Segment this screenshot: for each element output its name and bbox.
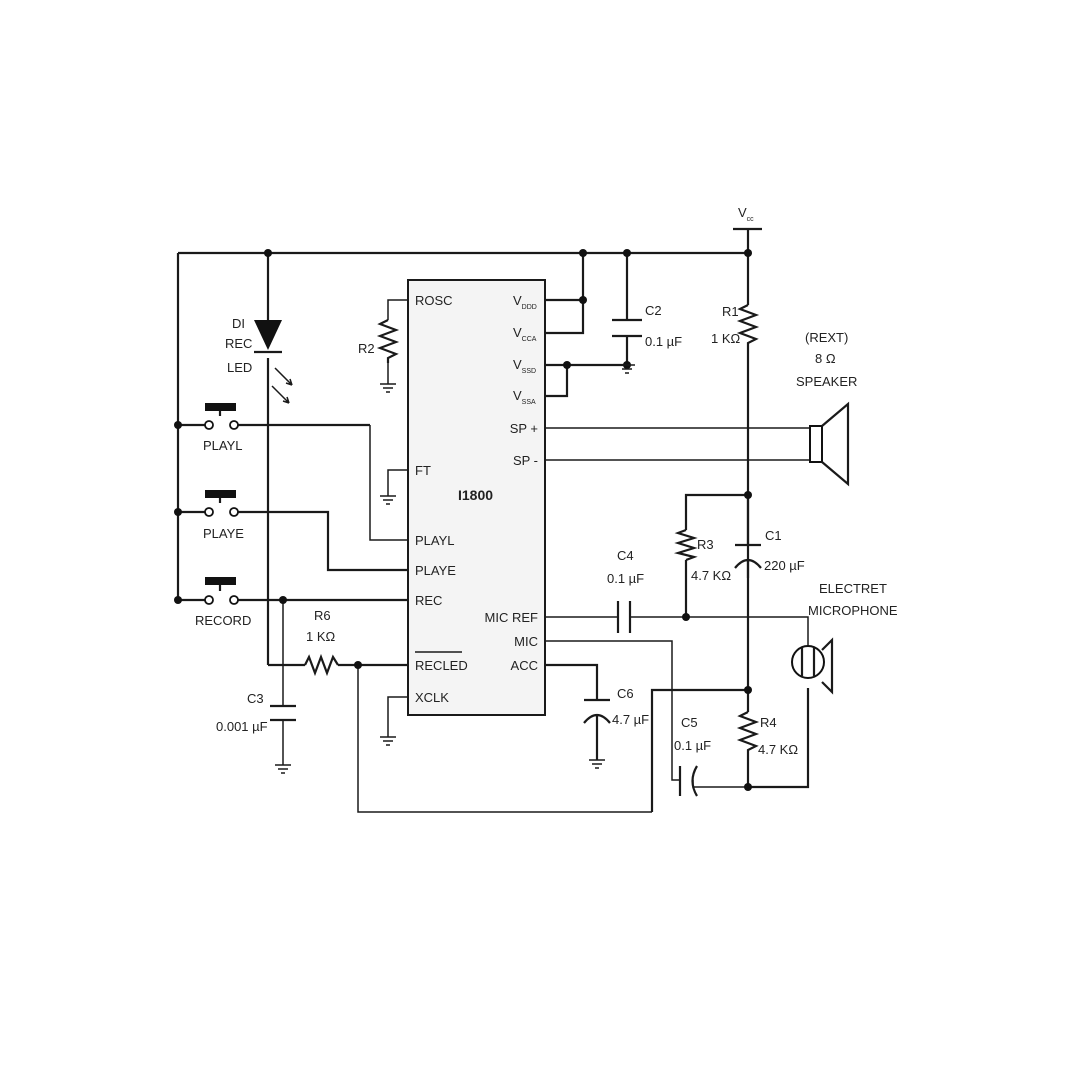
electret-microphone: ELECTRET MICROPHONE [791,581,898,695]
led-arrow-icon [271,385,290,404]
ground-icon [619,364,635,374]
resistor-r3: R3 4.7 KΩ [673,528,731,583]
switch-record: RECORD [195,577,251,628]
r3-value: 4.7 KΩ [691,568,731,583]
capacitor-c5: C5 0.1 µF [674,715,711,797]
speaker-label-line3: SPEAKER [796,374,857,389]
chip-name: I1800 [458,487,493,503]
resistor-r1: R1 1 KΩ [711,304,760,350]
junction-dots [174,249,752,791]
capacitor-c2: C2 0.1 µF [612,303,682,349]
r4-name: R4 [760,715,777,730]
c2-name: C2 [645,303,662,318]
pin-mic: MIC [514,634,538,649]
pin-sp-minus: SP - [513,453,538,468]
ground-icon [380,383,396,393]
pin-mic-ref: MIC REF [485,610,539,625]
r6-name: R6 [314,608,331,623]
c4-name: C4 [617,548,634,563]
capacitor-c1: C1 220 µF [734,528,805,573]
pin-sp-plus: SP + [510,421,538,436]
r4-value: 4.7 KΩ [758,742,798,757]
chip-i1800: I1800 ROSC FT PLAYL PLAYE REC RECLED XCL… [407,279,546,716]
switch-playe: PLAYE [203,490,244,541]
pin-playl: PLAYL [415,533,455,548]
wires [176,227,810,813]
pin-vssd: VSSD [513,357,536,375]
pin-ft: FT [415,463,431,478]
c6-value: 4.7 µF [612,712,649,727]
r2-name: R2 [358,341,375,356]
pin-xclk: XCLK [415,690,449,705]
speaker-label-line1: (REXT) [805,330,848,345]
c1-name: C1 [765,528,782,543]
pin-rosc: ROSC [415,293,453,308]
c5-name: C5 [681,715,698,730]
pin-vssa: VSSA [513,388,536,406]
capacitor-c3: C3 0.001 µF [216,691,296,734]
led-label-line1: DI [232,316,245,331]
resistor-r4: R4 4.7 KΩ [736,711,798,760]
switch-playl-label: PLAYL [203,438,243,453]
ground-icon [380,495,396,505]
mic-label-line1: ELECTRET [819,581,887,596]
c1-value: 220 µF [764,558,805,573]
c3-value: 0.001 µF [216,719,268,734]
c3-name: C3 [247,691,264,706]
r6-value: 1 KΩ [306,629,336,644]
ground-icon [380,736,396,746]
c4-value: 0.1 µF [607,571,644,586]
led-arrow-icon [274,367,293,386]
pin-playe: PLAYE [415,563,456,578]
pin-vcca: VCCA [513,325,537,343]
pin-rec: REC [415,593,442,608]
led-label-line3: LED [227,360,252,375]
c2-value: 0.1 µF [645,334,682,349]
r1-value: 1 KΩ [711,331,741,346]
rec-led: DI REC LED [225,316,293,404]
r1-name: R1 [722,304,739,319]
led-label-line2: REC [225,336,252,351]
ground-icon [589,759,605,769]
resistor-r6: R6 1 KΩ [304,608,339,677]
c6-name: C6 [617,686,634,701]
mic-label-line2: MICROPHONE [808,603,898,618]
pin-vddd: VDDD [513,293,537,311]
capacitor-c6: C6 4.7 µF [583,686,649,727]
pin-acc: ACC [511,658,538,673]
ground-icon [275,764,291,774]
speaker: (REXT) 8 Ω SPEAKER [796,330,857,487]
r3-name: R3 [697,537,714,552]
resistor-r2: R2 [358,319,400,363]
switch-record-label: RECORD [195,613,251,628]
switch-playl: PLAYL [203,403,243,453]
vcc-label: Vcc [738,205,754,223]
ground-symbols [275,364,635,774]
speaker-label-line2: 8 Ω [815,351,836,366]
switch-playe-label: PLAYE [203,526,244,541]
pin-recled: RECLED [415,658,468,673]
capacitor-c4: C4 0.1 µF [607,548,644,633]
c5-value: 0.1 µF [674,738,711,753]
